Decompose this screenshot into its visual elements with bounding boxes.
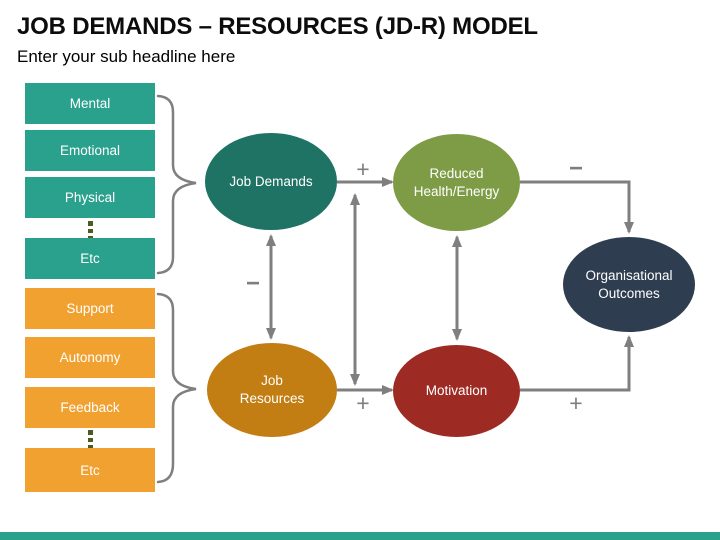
demand-box-label: Emotional: [59, 143, 121, 158]
resource-box-label: Support: [66, 301, 114, 316]
node-label: Job Resources: [239, 373, 305, 406]
edge-label-demands-to-health: +: [356, 156, 369, 182]
node-motivation: Motivation: [393, 345, 520, 437]
demand-box-emotional: Emotional: [25, 130, 155, 171]
edge-label-demands-vs-resources: −: [246, 270, 260, 297]
resource-box-label: Autonomy: [59, 350, 121, 365]
demands-brace: [156, 94, 197, 275]
dot: [88, 221, 93, 226]
demand-box-mental: Mental: [25, 83, 155, 124]
edge-label-resources-to-motivation: +: [356, 390, 369, 416]
node-label: Motivation: [425, 383, 488, 399]
footer-accent-bar: [0, 532, 720, 540]
node-job-resources: Job Resources: [207, 343, 337, 437]
demand-box-label: Mental: [69, 96, 111, 111]
resource-box-support: Support: [25, 288, 155, 329]
demand-box-physical: Physical: [25, 177, 155, 218]
demand-box-label: Physical: [64, 190, 116, 205]
resources-ellipsis-dots: [88, 430, 93, 450]
page-subtitle: Enter your sub headline here: [17, 47, 236, 66]
connector-health-to-outcomes: [520, 180, 634, 234]
resources-brace: [156, 292, 197, 484]
node-label: Reduced Health/Energy: [413, 165, 500, 199]
node-reduced-health-energy: Reduced Health/Energy: [393, 134, 520, 231]
node-label: Organisational Outcomes: [585, 267, 673, 301]
demand-box-label: Etc: [80, 251, 100, 266]
node-organisational-outcomes: Organisational Outcomes: [563, 237, 695, 332]
demand-box-etc: Etc: [25, 238, 155, 279]
edge-label-health-to-outcomes: −: [569, 155, 583, 182]
dot: [88, 445, 93, 450]
resource-box-etc: Etc: [25, 448, 155, 492]
node-label: Job Demands: [229, 173, 313, 189]
resource-box-label: Feedback: [60, 400, 120, 415]
dot: [88, 430, 93, 435]
resource-box-feedback: Feedback: [25, 387, 155, 428]
resource-box-autonomy: Autonomy: [25, 337, 155, 378]
connector-motivation-to-outcomes: [520, 335, 634, 392]
dot: [88, 228, 93, 233]
node-job-demands: Job Demands: [205, 133, 337, 230]
dot: [88, 437, 93, 442]
page-title: JOB DEMANDS – RESOURCES (JD-R) MODEL: [17, 13, 538, 40]
resource-box-label: Etc: [80, 462, 100, 478]
edge-label-motivation-to-outcomes: +: [569, 390, 582, 416]
